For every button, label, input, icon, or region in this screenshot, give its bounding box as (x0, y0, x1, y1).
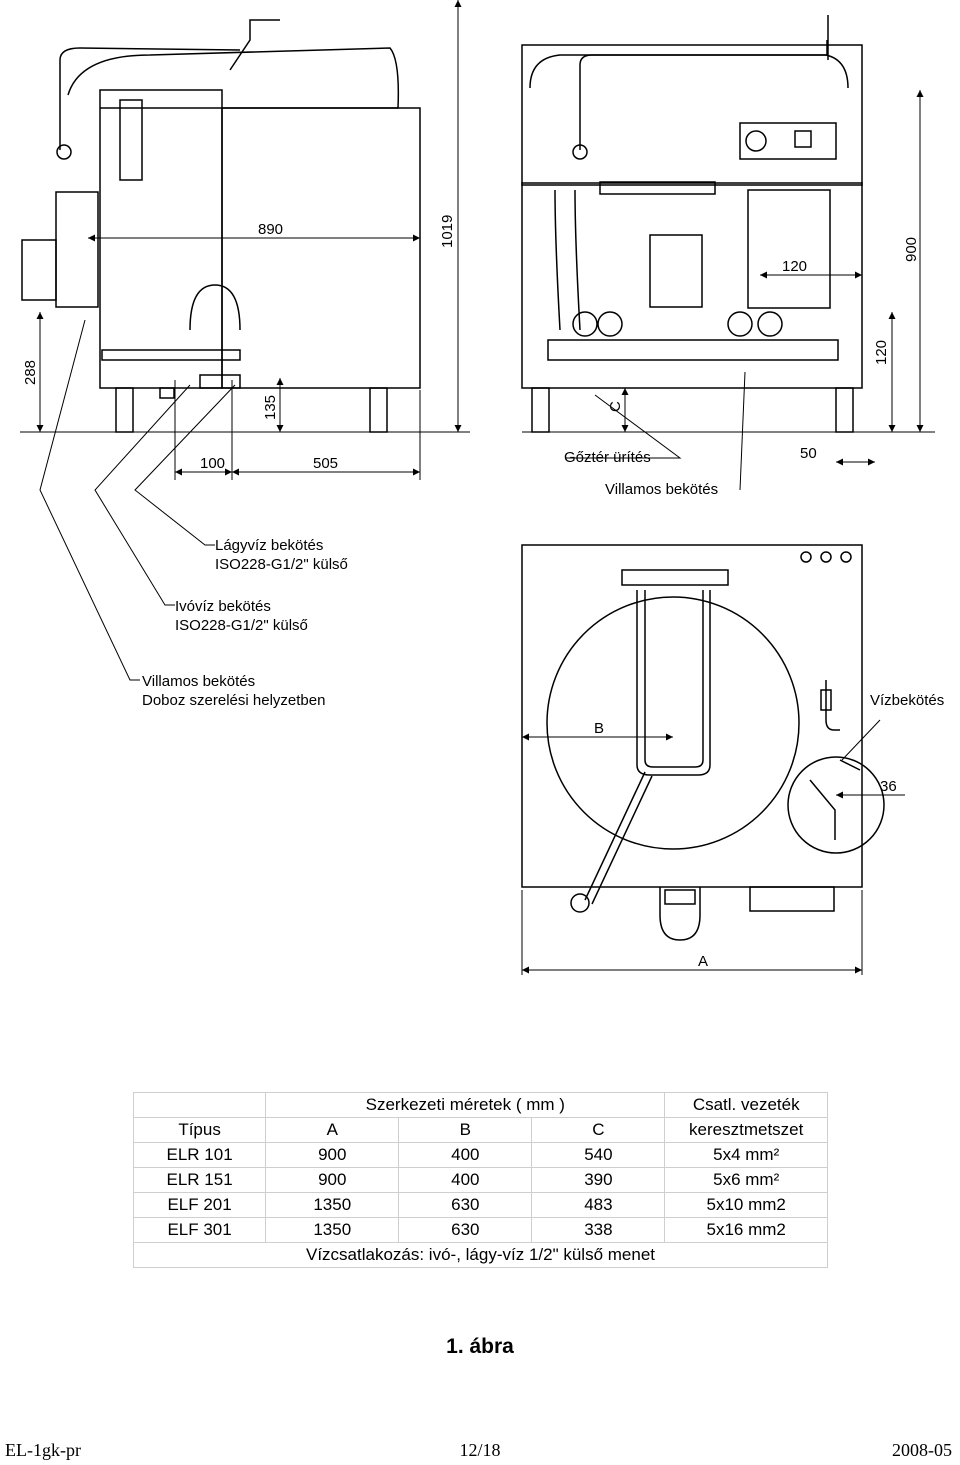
cell-b: 630 (398, 1192, 533, 1218)
cell-c: 540 (531, 1142, 666, 1168)
dim-120-vertical: 120 (873, 340, 890, 365)
header-a: A (265, 1117, 400, 1143)
dim-890: 890 (258, 221, 283, 238)
cell-type: ELR 151 (132, 1167, 267, 1193)
side-view (21, 19, 421, 433)
label-electric-box: Villamos bekötés (142, 673, 255, 690)
header-cable: Csatl. vezeték (664, 1092, 828, 1118)
technical-drawing: 890 1019 288 135 100 505 120 900 120 C 5… (20, 0, 944, 975)
header-b: B (398, 1117, 533, 1143)
dim-135: 135 (262, 395, 279, 420)
front-view (521, 15, 863, 433)
label-soft-water: Lágyvíz bekötés (215, 537, 323, 554)
dim-900-height: 900 (903, 237, 920, 262)
water-connection-note: Vízcsatlakozás: ivó-, lágy-víz 1/2" küls… (133, 1242, 828, 1268)
top-view (521, 544, 885, 941)
cell-c: 390 (531, 1167, 666, 1193)
dim-100: 100 (200, 455, 225, 472)
footer-document-code: EL-1gk-pr (5, 1440, 81, 1460)
cell-a: 1350 (265, 1192, 400, 1218)
dimension-table: Szerkezeti méretek ( mm ) Csatl. vezeték… (132, 1092, 828, 1268)
label-electric-connection: Villamos bekötés (605, 481, 718, 498)
table-row: ELF 201 1350 630 483 5x10 mm2 (132, 1192, 828, 1218)
cell-a: 900 (265, 1142, 400, 1168)
label-steam-drain: Gőztér ürítés (564, 449, 651, 466)
label-water-connection: Vízbekötés (870, 692, 944, 709)
cell-cable: 5x4 mm² (664, 1142, 828, 1168)
figure-caption: 1. ábra (446, 1335, 514, 1358)
table-header-row: Szerkezeti méretek ( mm ) Csatl. vezeték (132, 1092, 828, 1118)
cell-b: 400 (398, 1142, 533, 1168)
cell-b: 400 (398, 1167, 533, 1193)
dim-288: 288 (22, 360, 39, 385)
label-drinking-water: Ivóvíz bekötés (175, 598, 271, 615)
table-row: ELR 101 900 400 540 5x4 mm² (132, 1142, 828, 1168)
dim-B: B (594, 720, 604, 737)
cell-c: 338 (531, 1217, 666, 1243)
dim-A: A (698, 953, 708, 970)
cell-cable: 5x6 mm² (664, 1167, 828, 1193)
header-cross-section: keresztmetszet (664, 1117, 828, 1143)
table-row: ELF 301 1350 630 338 5x16 mm2 (132, 1217, 828, 1243)
cell-a: 900 (265, 1167, 400, 1193)
dim-36: 36 (880, 778, 897, 795)
table-row: ELR 151 900 400 390 5x6 mm² (132, 1167, 828, 1193)
cell-type: ELF 301 (132, 1217, 267, 1243)
header-c: C (531, 1117, 666, 1143)
header-structural-dimensions: Szerkezeti méretek ( mm ) (265, 1092, 666, 1118)
table-header-row: Típus A B C keresztmetszet (132, 1117, 828, 1143)
label-soft-water-thread: ISO228-G1/2" külső (215, 556, 348, 573)
dim-120-horizontal: 120 (782, 258, 807, 275)
cell-b: 630 (398, 1217, 533, 1243)
cell-c: 483 (531, 1192, 666, 1218)
cell-cable: 5x16 mm2 (664, 1217, 828, 1243)
cell-type: ELR 101 (132, 1142, 267, 1168)
cell-cable: 5x10 mm2 (664, 1192, 828, 1218)
dim-505: 505 (313, 455, 338, 472)
cell-a: 1350 (265, 1217, 400, 1243)
dim-50: 50 (800, 445, 817, 462)
footer-page-number: 12/18 (459, 1440, 501, 1460)
dimension-lines (20, 0, 935, 975)
dim-1019: 1019 (439, 215, 456, 248)
cell-type: ELF 201 (132, 1192, 267, 1218)
dim-C: C (607, 401, 624, 412)
table-footer-row: Vízcsatlakozás: ivó-, lágy-víz 1/2" küls… (133, 1242, 828, 1268)
footer-date: 2008-05 (892, 1440, 952, 1460)
label-electric-box-position: Doboz szerelési helyzetben (142, 692, 325, 709)
header-type: Típus (132, 1117, 267, 1143)
label-drinking-water-thread: ISO228-G1/2" külső (175, 617, 308, 634)
